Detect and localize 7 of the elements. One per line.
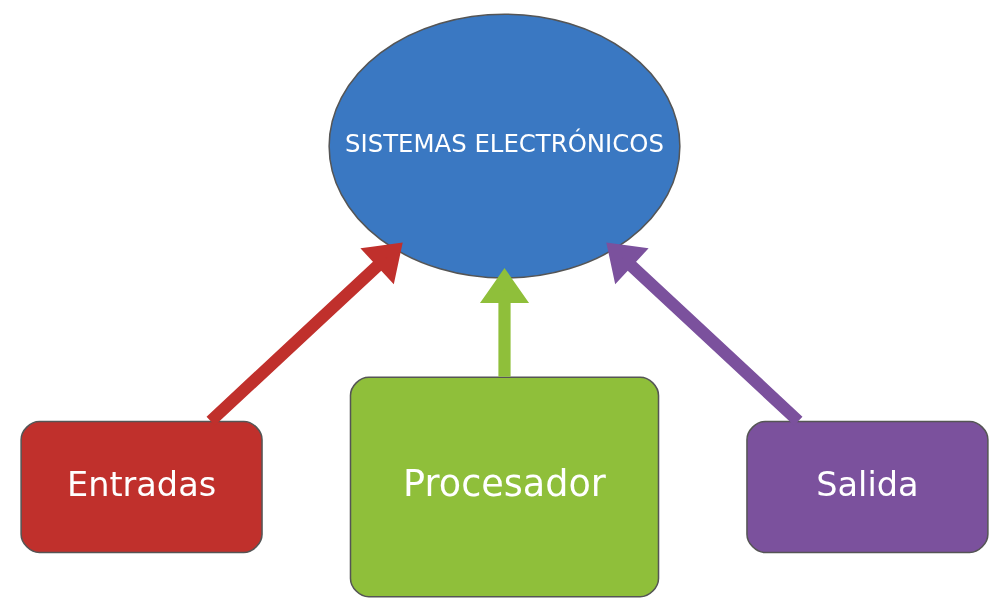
node-box: Salida	[745, 420, 989, 554]
node-ellipse: SISTEMAS ELECTRÓNICOS	[327, 13, 681, 279]
arrow	[479, 268, 529, 377]
arrow	[605, 242, 802, 426]
arrow	[206, 242, 403, 426]
node-box: Entradas	[19, 420, 263, 554]
node-box: Procesador	[349, 376, 659, 598]
